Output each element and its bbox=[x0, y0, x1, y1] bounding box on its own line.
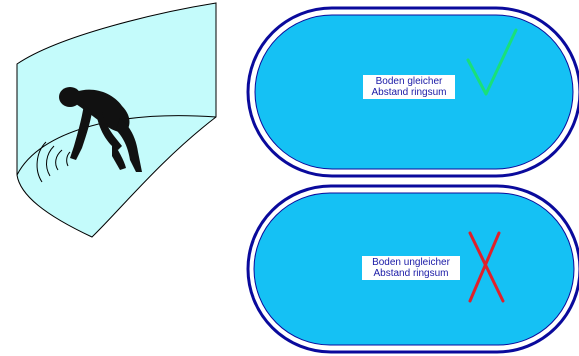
label-equal-floor: Boden gleicher Abstand ringsum bbox=[363, 75, 455, 99]
label-unequal-floor: Boden ungleicher Abstand ringsum bbox=[362, 256, 460, 280]
label-equal-floor-line1: Boden gleicher bbox=[365, 76, 453, 87]
label-equal-floor-line2: Abstand ringsum bbox=[365, 87, 453, 98]
label-unequal-floor-line1: Boden ungleicher bbox=[364, 257, 458, 268]
pool-wall-illustration bbox=[17, 3, 216, 237]
label-unequal-floor-line2: Abstand ringsum bbox=[364, 268, 458, 279]
